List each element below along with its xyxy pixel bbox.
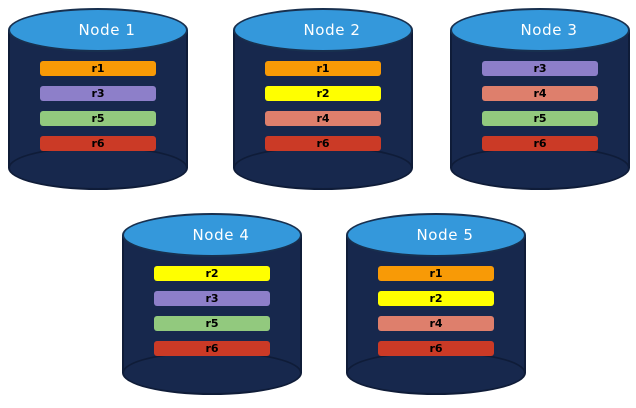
replica-bar[interactable]: r2 <box>154 266 270 281</box>
replica-bar[interactable]: r4 <box>482 86 598 101</box>
replica-list: r3 r4 r5 r6 <box>482 61 598 151</box>
replica-bar[interactable]: r4 <box>265 111 381 126</box>
cylinder-top: Node 3 <box>450 8 630 52</box>
replica-bar[interactable]: r3 <box>40 86 156 101</box>
replica-label: r2 <box>429 292 443 305</box>
replica-label: r6 <box>533 137 547 150</box>
replica-bar[interactable]: r6 <box>482 136 598 151</box>
replica-label: r1 <box>429 267 443 280</box>
replica-bar[interactable]: r5 <box>40 111 156 126</box>
replica-label: r5 <box>205 317 219 330</box>
replica-bar[interactable]: r5 <box>154 316 270 331</box>
replica-bar[interactable]: r5 <box>482 111 598 126</box>
storage-node-3[interactable]: Node 3 r3 r4 r5 r6 <box>450 8 630 190</box>
replica-label: r6 <box>91 137 105 150</box>
replica-label: r3 <box>91 87 105 100</box>
cylinder-top: Node 4 <box>122 213 302 257</box>
replica-bar[interactable]: r6 <box>154 341 270 356</box>
replica-bar[interactable]: r4 <box>378 316 494 331</box>
replica-label: r3 <box>533 62 547 75</box>
replica-bar[interactable]: r1 <box>265 61 381 76</box>
replica-label: r2 <box>316 87 330 100</box>
node-label: Node 5 <box>416 225 474 244</box>
replica-list: r1 r2 r4 r6 <box>378 266 494 356</box>
replica-bar[interactable]: r3 <box>482 61 598 76</box>
storage-node-5[interactable]: Node 5 r1 r2 r4 r6 <box>346 213 526 395</box>
replica-bar[interactable]: r6 <box>40 136 156 151</box>
replica-list: r1 r3 r5 r6 <box>40 61 156 151</box>
node-label: Node 1 <box>78 20 136 39</box>
replica-bar[interactable]: r1 <box>40 61 156 76</box>
replica-label: r1 <box>316 62 330 75</box>
replica-label: r5 <box>533 112 547 125</box>
cylinder-top: Node 2 <box>233 8 413 52</box>
replica-list: r1 r2 r4 r6 <box>265 61 381 151</box>
storage-node-1[interactable]: Node 1 r1 r3 r5 r6 <box>8 8 188 190</box>
replica-label: r4 <box>316 112 330 125</box>
cylinder-bottom <box>346 351 526 395</box>
cylinder-top: Node 5 <box>346 213 526 257</box>
node-label: Node 4 <box>192 225 250 244</box>
replica-bar[interactable]: r2 <box>265 86 381 101</box>
replica-label: r4 <box>533 87 547 100</box>
cylinder-bottom <box>8 146 188 190</box>
node-label: Node 3 <box>520 20 578 39</box>
cylinder-bottom <box>450 146 630 190</box>
replica-label: r3 <box>205 292 219 305</box>
cylinder-bottom <box>233 146 413 190</box>
replica-bar[interactable]: r6 <box>265 136 381 151</box>
replica-label: r6 <box>429 342 443 355</box>
replica-label: r1 <box>91 62 105 75</box>
node-label: Node 2 <box>303 20 361 39</box>
cylinder-bottom <box>122 351 302 395</box>
replica-bar[interactable]: r3 <box>154 291 270 306</box>
cylinder-top: Node 1 <box>8 8 188 52</box>
replica-label: r5 <box>91 112 105 125</box>
replica-list: r2 r3 r5 r6 <box>154 266 270 356</box>
storage-node-2[interactable]: Node 2 r1 r2 r4 r6 <box>233 8 413 190</box>
replica-label: r4 <box>429 317 443 330</box>
replica-label: r6 <box>316 137 330 150</box>
storage-node-4[interactable]: Node 4 r2 r3 r5 r6 <box>122 213 302 395</box>
replica-bar[interactable]: r6 <box>378 341 494 356</box>
replica-label: r6 <box>205 342 219 355</box>
replica-bar[interactable]: r2 <box>378 291 494 306</box>
replica-bar[interactable]: r1 <box>378 266 494 281</box>
replica-label: r2 <box>205 267 219 280</box>
